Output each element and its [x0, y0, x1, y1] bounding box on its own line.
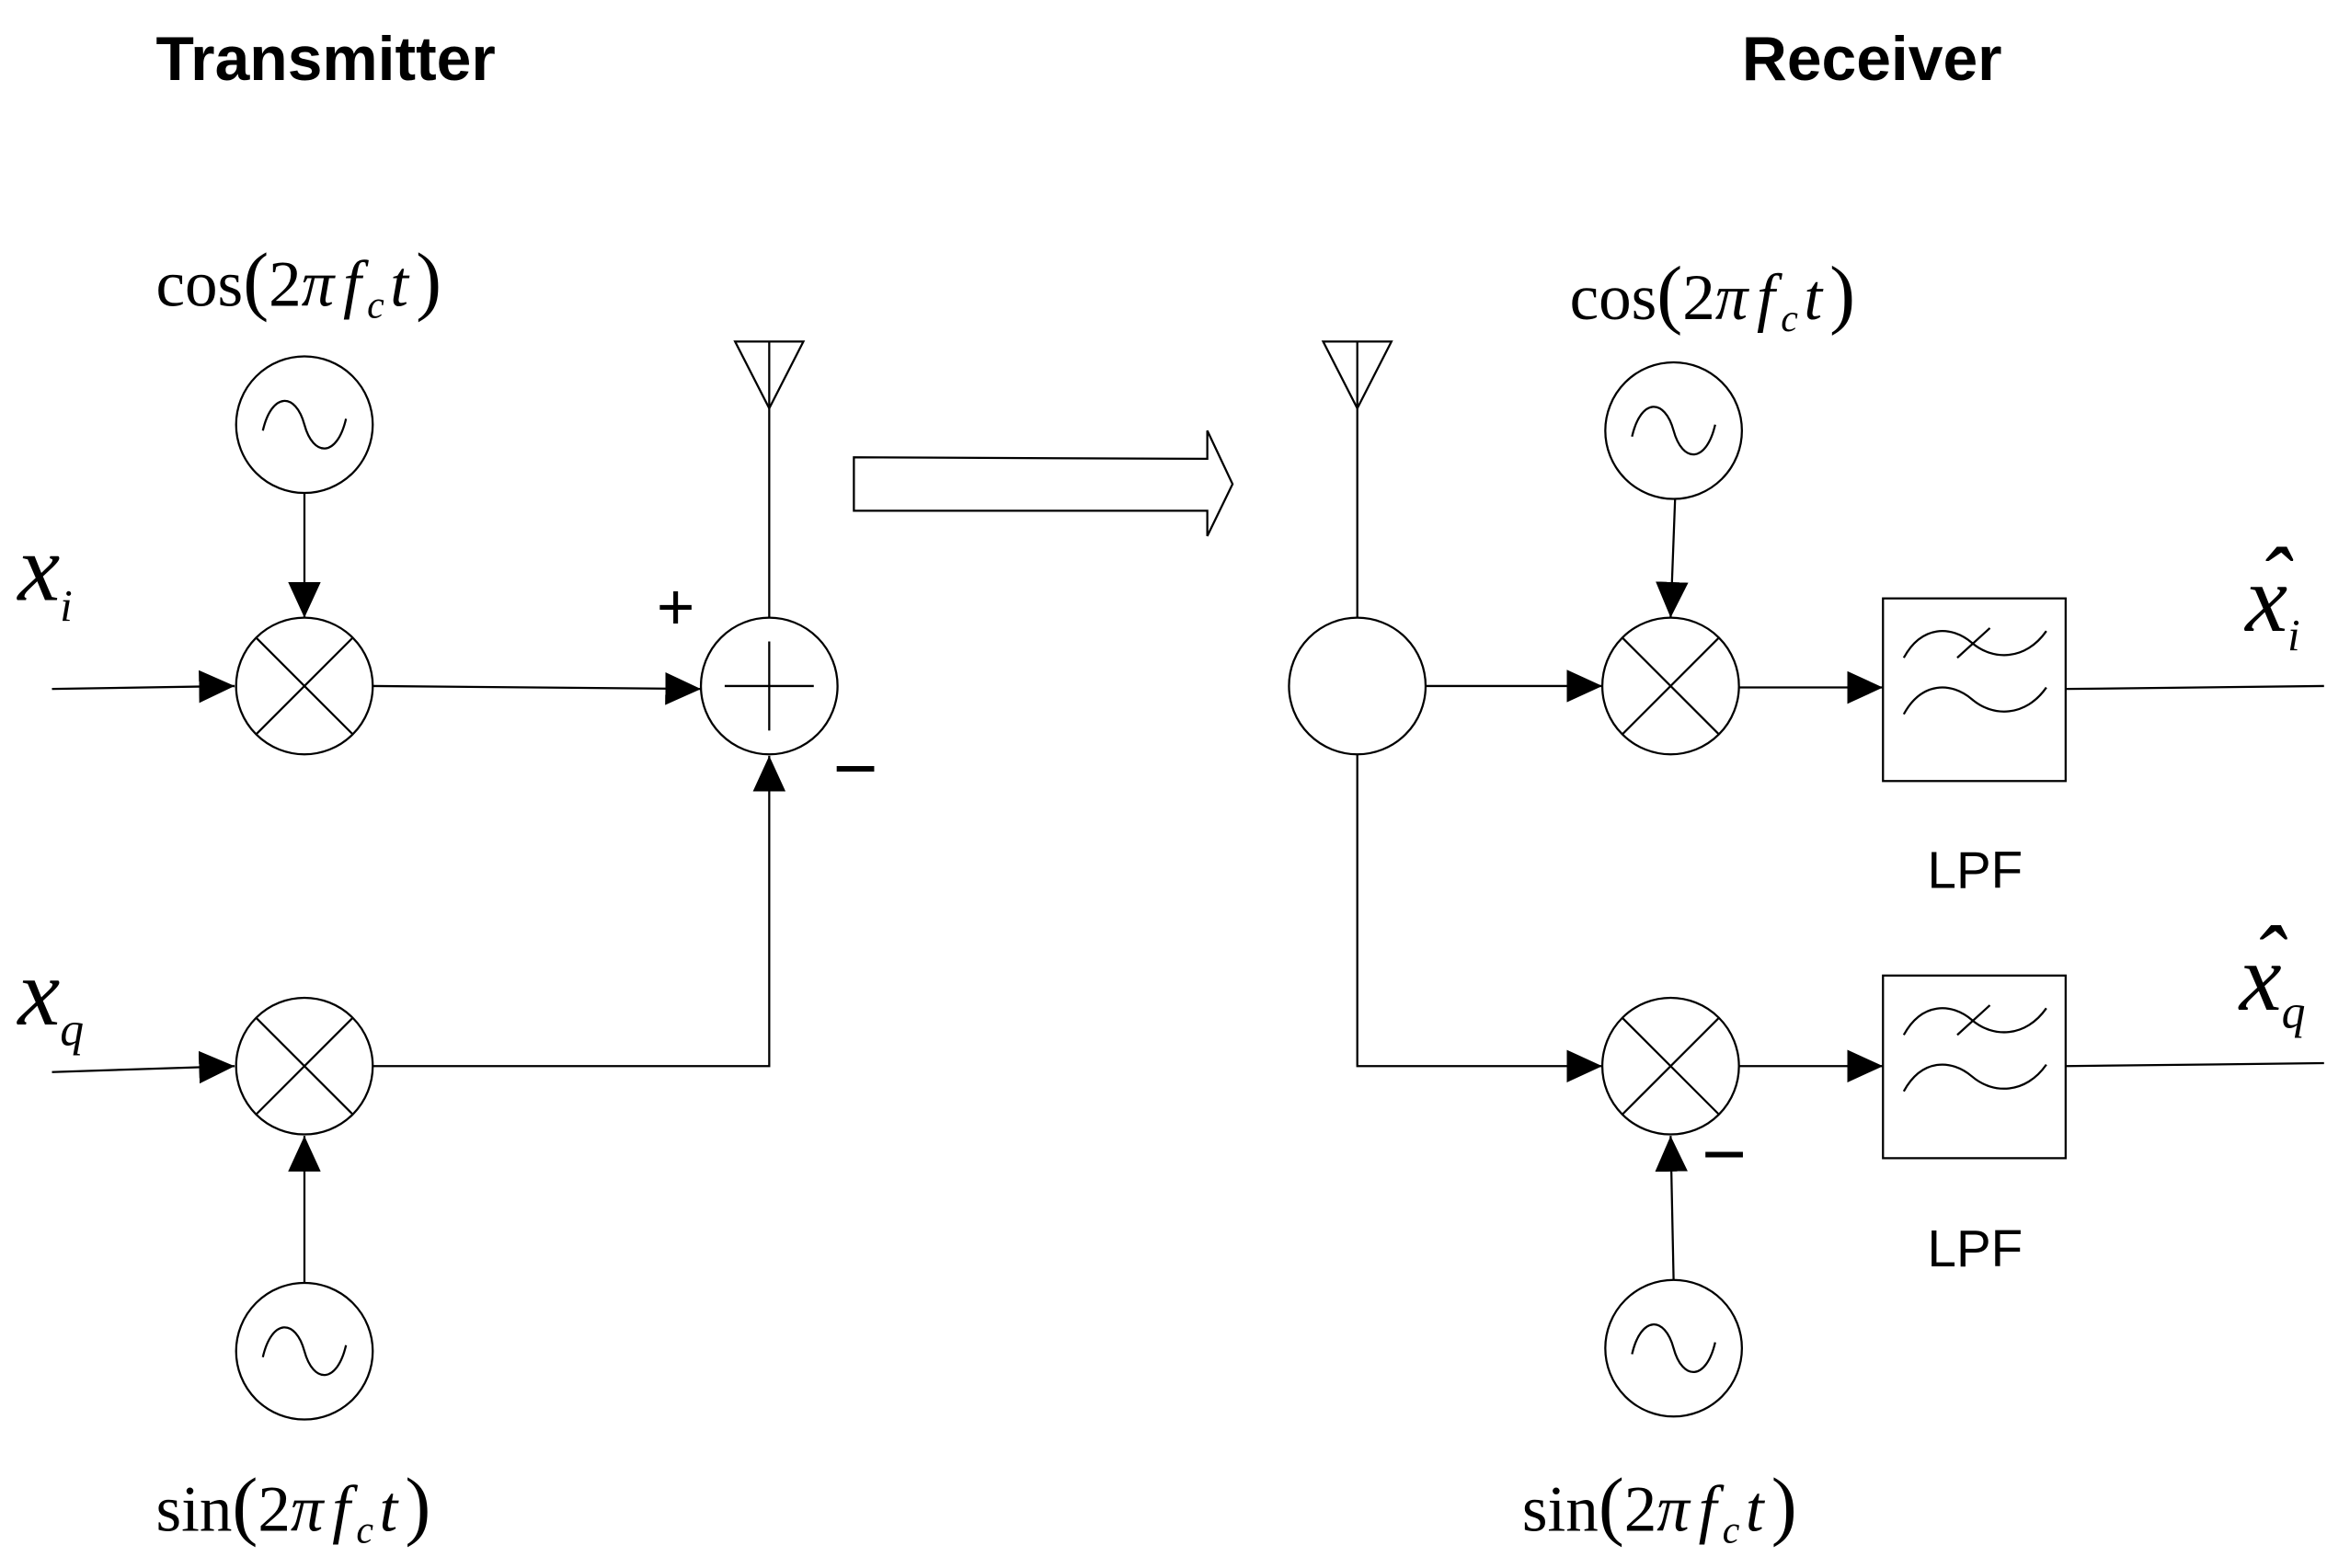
antenna-icon: [733, 340, 806, 618]
time-symbol: t: [379, 1474, 399, 1546]
multiply-cross-icon: [1622, 1016, 1720, 1116]
transmitter-title: Transmitter: [156, 25, 496, 94]
adder-icon: [699, 616, 839, 756]
plus-cross-icon: [724, 641, 814, 731]
filter-q-label: LPF: [1928, 1219, 2023, 1277]
frequency-subscript: c: [356, 1510, 373, 1552]
output-symbol: x: [2238, 926, 2282, 1031]
filter-stopband-slash: [1956, 1004, 1991, 1036]
coefficient: 2: [1624, 1474, 1657, 1546]
mixer-q-to-adder-wire: [373, 755, 786, 1068]
input-subscript: i: [60, 582, 72, 631]
adder-plus-sign: +: [657, 572, 694, 645]
function-name: cos: [156, 249, 244, 321]
oscillator-icon: [1604, 1278, 1743, 1418]
input-symbol: x: [16, 516, 60, 621]
oscillator-icon: [1604, 361, 1743, 500]
carrier-arrow: [1655, 1136, 1688, 1280]
sine-wave-icon: [261, 399, 348, 450]
output-q-hat: ˆ: [2252, 909, 2287, 1013]
oscillator-icon: [235, 355, 374, 495]
pi-symbol: π: [302, 249, 337, 321]
rx-output-q-label: xq: [2238, 926, 2306, 1038]
frequency-subscript: c: [1781, 298, 1798, 340]
multiply-cross-icon: [255, 1016, 354, 1116]
receiver-title: Receiver: [1742, 25, 2002, 94]
output-symbol: x: [2243, 547, 2287, 652]
output-subscript: q: [2282, 986, 2306, 1038]
close-paren: ): [416, 238, 441, 324]
output-i-hat: ˆ: [2258, 530, 2294, 635]
transmission-arrow-icon: [853, 429, 1234, 537]
mixer-q-minus-sign: −: [1702, 1111, 1747, 1197]
filter-i-label: LPF: [1928, 841, 2023, 899]
open-paren: (: [243, 238, 269, 324]
function-name: cos: [1570, 262, 1657, 334]
coefficient: 2: [1682, 262, 1715, 334]
mixer-icon: [1600, 616, 1740, 756]
open-paren: (: [1599, 1463, 1624, 1549]
antenna-element: [1321, 340, 1393, 411]
close-paren: ): [1771, 1463, 1797, 1549]
carrier-arrow: [1656, 498, 1689, 618]
rx-output-i-label: xi: [2243, 547, 2299, 660]
input-q-wire: [52, 1050, 235, 1084]
sine-wave-icon: [261, 1326, 348, 1377]
oscillator-icon: [235, 1281, 374, 1421]
frequency-subscript: c: [1723, 1510, 1740, 1552]
mixer-icon: [235, 616, 374, 756]
sine-wave-icon: [1631, 406, 1716, 456]
filter-wave-bottom: [1902, 1063, 2047, 1093]
multiply-cross-icon: [1622, 636, 1720, 736]
open-paren: (: [232, 1463, 258, 1549]
filter-box: [1882, 974, 2067, 1160]
frequency-subscript: c: [367, 285, 384, 327]
coefficient: 2: [258, 1474, 291, 1546]
output-subscript: i: [2287, 612, 2299, 660]
multiply-cross-icon: [255, 636, 354, 736]
function-name: sin: [1522, 1474, 1599, 1546]
splitter-to-mixer-q-wire: [1356, 754, 1603, 1083]
filter-stopband-slash: [1956, 627, 1991, 659]
tx-input-q-label: xq: [16, 941, 84, 1057]
input-subscript: q: [60, 1004, 84, 1057]
lowpass-filter-icon: [1882, 974, 2067, 1160]
mixer-i-to-adder-wire: [373, 672, 702, 705]
time-symbol: t: [390, 249, 410, 321]
sine-wave-icon: [1631, 1323, 1716, 1373]
filter-box: [1882, 597, 2067, 783]
close-paren: ): [405, 1463, 430, 1549]
splitter-node: [1288, 616, 1427, 756]
close-paren: ): [1829, 251, 1855, 337]
time-symbol: t: [1804, 262, 1824, 334]
tx-input-i-label: xi: [16, 516, 72, 631]
pi-symbol: π: [291, 1474, 326, 1546]
input-i-wire: [52, 670, 235, 704]
time-symbol: t: [1746, 1474, 1766, 1546]
lowpass-filter-icon: [1882, 597, 2067, 783]
output-i-wire: [2065, 684, 2324, 691]
antenna-icon: [1321, 340, 1393, 618]
coefficient: 2: [269, 249, 302, 321]
antenna-element: [733, 340, 806, 411]
filter-wave-bottom: [1902, 686, 2047, 715]
pi-symbol: π: [1656, 1474, 1691, 1546]
adder-minus-sign: −: [832, 725, 877, 811]
input-symbol: x: [16, 941, 60, 1046]
open-paren: (: [1656, 251, 1682, 337]
output-q-wire: [2065, 1061, 2324, 1068]
function-name: sin: [156, 1474, 233, 1546]
mixer-icon: [235, 996, 374, 1136]
pi-symbol: π: [1715, 262, 1750, 334]
